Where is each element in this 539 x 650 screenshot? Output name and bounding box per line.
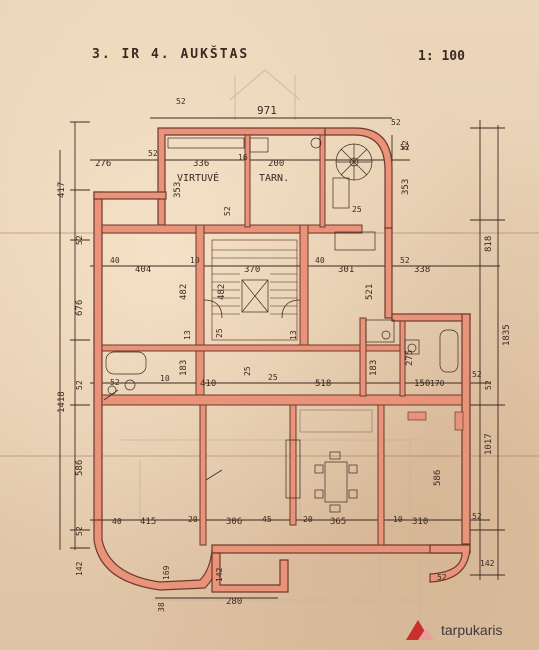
watermark-logo: tarpukaris <box>404 617 502 643</box>
sheet-scale: 1: 100 <box>418 49 465 64</box>
dim-label: 52 <box>176 97 186 106</box>
dim-label: 353 <box>401 179 411 195</box>
dimension-lines <box>59 117 505 599</box>
dim-label: 45 <box>262 515 272 524</box>
dim-label: 370 <box>244 265 260 275</box>
dim-label: 25 <box>215 328 224 338</box>
dim-label: 150 <box>414 379 430 389</box>
dim-top-width: 971 <box>257 104 277 117</box>
dim-label: 52 <box>148 149 158 158</box>
dim-label: 52 <box>223 206 232 216</box>
logo-icon <box>406 620 434 640</box>
dim-label: 52 <box>400 143 410 152</box>
dim-label: 52 <box>472 512 482 521</box>
dim-label: 13 <box>183 330 192 340</box>
dim-label: 275 <box>405 350 415 366</box>
dim-label: 336 <box>193 159 209 169</box>
dim-label: 521 <box>365 284 375 300</box>
dimension-labels: 971 52 52 276 52 336 16 200 52 25 40 404… <box>95 97 495 607</box>
dim-label: 169 <box>162 565 171 580</box>
dim-label: 16 <box>238 153 248 162</box>
dim-label: 415 <box>140 517 156 527</box>
dim-label: 52 <box>110 378 120 387</box>
dim-label: 1017 <box>484 433 494 455</box>
dim-label: 25 <box>268 373 278 382</box>
dim-label: 10 <box>393 515 403 524</box>
dim-label: 276 <box>95 159 111 169</box>
room-details <box>105 137 464 513</box>
dim-label: 200 <box>268 159 284 169</box>
dim-label: 306 <box>226 517 242 527</box>
logo-text: tarpukaris <box>441 622 503 638</box>
dim-label: 301 <box>338 265 354 275</box>
dim-label: 25 <box>243 366 252 376</box>
room-label-servant: TARN. <box>259 173 289 184</box>
dim-label: 25 <box>352 205 362 214</box>
dim-label: 52 <box>400 256 410 265</box>
dim-label: 40 <box>112 517 122 526</box>
dim-label: 142 <box>480 559 495 568</box>
dim-label: 518 <box>315 379 331 389</box>
dim-label: 170 <box>430 379 445 388</box>
dim-label: 417 <box>57 182 67 198</box>
dim-label: 183 <box>369 360 379 376</box>
dim-label: 52 <box>75 380 84 390</box>
dim-label: 404 <box>135 265 151 275</box>
vertical-dimension-labels: 417 52 676 1418 52 586 52 142 52 353 818… <box>57 140 512 612</box>
dim-label: 1418 <box>57 391 67 413</box>
exterior-walls <box>93 127 471 593</box>
dim-label: 52 <box>75 526 84 536</box>
dim-label: 52 <box>472 370 482 379</box>
room-label-kitchen: VIRTUVĖ <box>177 171 219 184</box>
interior-walls <box>101 134 463 546</box>
dim-label: 40 <box>315 256 325 265</box>
door-swings <box>103 299 301 481</box>
dim-label: 13 <box>289 330 298 340</box>
dim-label: 52 <box>391 118 401 127</box>
dim-label: 20 <box>188 515 198 524</box>
dim-label: 52 <box>484 380 493 390</box>
dim-label: 338 <box>414 265 430 275</box>
dim-label: 818 <box>484 236 494 252</box>
dim-label: 482 <box>217 284 227 300</box>
dim-label: 40 <box>110 256 120 265</box>
dim-label: 142 <box>75 561 84 576</box>
dim-label: 10 <box>160 374 170 383</box>
dim-label: 310 <box>412 517 428 527</box>
dim-label: 482 <box>179 284 189 300</box>
dim-label: 10 <box>190 256 200 265</box>
dim-label: 52 <box>75 235 84 245</box>
dim-label: 183 <box>179 360 189 376</box>
dim-label: 38 <box>157 602 166 612</box>
dim-label: 280 <box>226 597 242 607</box>
dim-label: 52 <box>437 573 447 582</box>
dim-label: 410 <box>200 379 216 389</box>
paper-crease <box>0 455 539 457</box>
dim-label: 586 <box>75 460 85 476</box>
dim-label: 52 <box>401 140 410 150</box>
dim-label: 1835 <box>502 324 512 346</box>
dim-label: 142 <box>215 567 224 582</box>
dim-label: 365 <box>330 517 346 527</box>
dim-label: 676 <box>75 300 85 316</box>
sheet-title: 3. IR 4. AUKŠTAS <box>92 47 250 62</box>
dim-label: 353 <box>173 182 183 198</box>
dim-label: 20 <box>303 515 313 524</box>
dim-label: 586 <box>433 470 443 486</box>
